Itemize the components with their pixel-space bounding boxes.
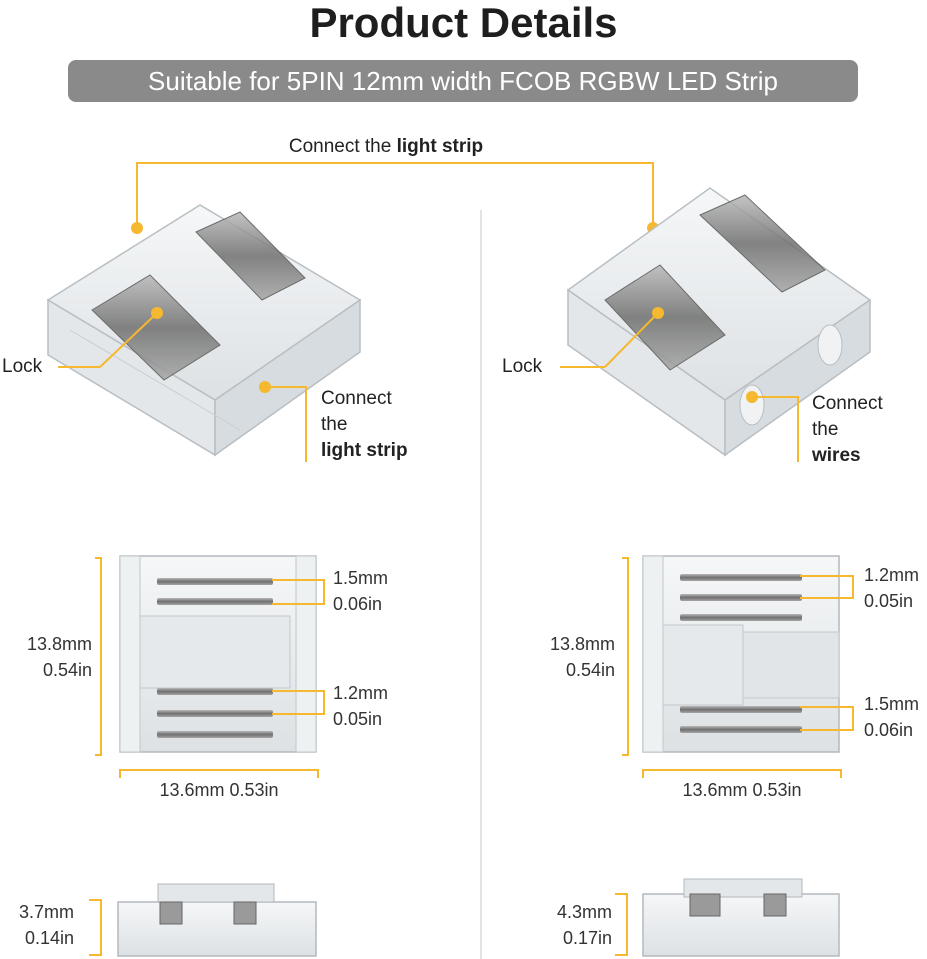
right-side-label-bold: wires: [812, 445, 861, 466]
left-pitch-top-in: 0.06in: [333, 594, 383, 614]
right-width: 13.6mm 0.53in: [682, 780, 802, 800]
top-callout-bracket: [136, 162, 654, 228]
left-pitch-bottom-in: 0.05in: [333, 709, 383, 729]
left-side-label-2: the: [321, 414, 348, 435]
left-width-bracket: [119, 769, 319, 778]
page-title: Product Details: [309, 0, 618, 46]
right-connector-3d: [566, 187, 872, 457]
right-height-bracket: [622, 557, 629, 756]
left-top-view: [119, 555, 317, 753]
right-pitch-bottom-in: 0.06in: [864, 720, 914, 740]
left-pitch-top-mm: 1.5mm: [333, 568, 389, 588]
subtitle-banner: Suitable for 5PIN 12mm width FCOB RGBW L…: [68, 60, 858, 102]
right-lock-label: Lock: [502, 356, 543, 377]
left-pitch-bottom-mm: 1.2mm: [333, 683, 389, 703]
left-thickness-in: 0.14in: [24, 928, 74, 948]
right-side-view: [642, 878, 840, 957]
top-callout-label: Connect the light strip: [288, 136, 484, 157]
left-height-mm: 13.8mm: [26, 634, 92, 654]
right-side-label-2: the: [812, 419, 839, 440]
right-side-label-1: Connect: [812, 393, 883, 414]
right-pitch-top-in: 0.05in: [864, 591, 914, 611]
right-height-in: 0.54in: [565, 660, 615, 680]
right-pitch-top-mm: 1.2mm: [864, 565, 920, 585]
right-pitch-bottom-mm: 1.5mm: [864, 694, 920, 714]
right-width-bracket: [642, 769, 842, 778]
left-thickness-mm: 3.7mm: [18, 902, 74, 922]
left-height-in: 0.54in: [42, 660, 92, 680]
left-lock-label: Lock: [2, 356, 43, 377]
right-thickness-in: 0.17in: [562, 928, 612, 948]
callout-dot-left: [131, 222, 143, 234]
right-top-view: [642, 555, 840, 753]
left-side-label-bold: light strip: [321, 440, 408, 461]
right-thickness-mm: 4.3mm: [556, 902, 612, 922]
left-height-bracket: [95, 557, 102, 756]
left-thickness-bracket: [89, 899, 102, 956]
right-height-mm: 13.8mm: [549, 634, 615, 654]
left-side-label-1: Connect: [321, 388, 392, 409]
left-connector-3d: [46, 204, 362, 457]
left-side-view: [117, 883, 317, 957]
left-width: 13.6mm 0.53in: [159, 780, 279, 800]
right-thickness-bracket: [615, 893, 628, 956]
